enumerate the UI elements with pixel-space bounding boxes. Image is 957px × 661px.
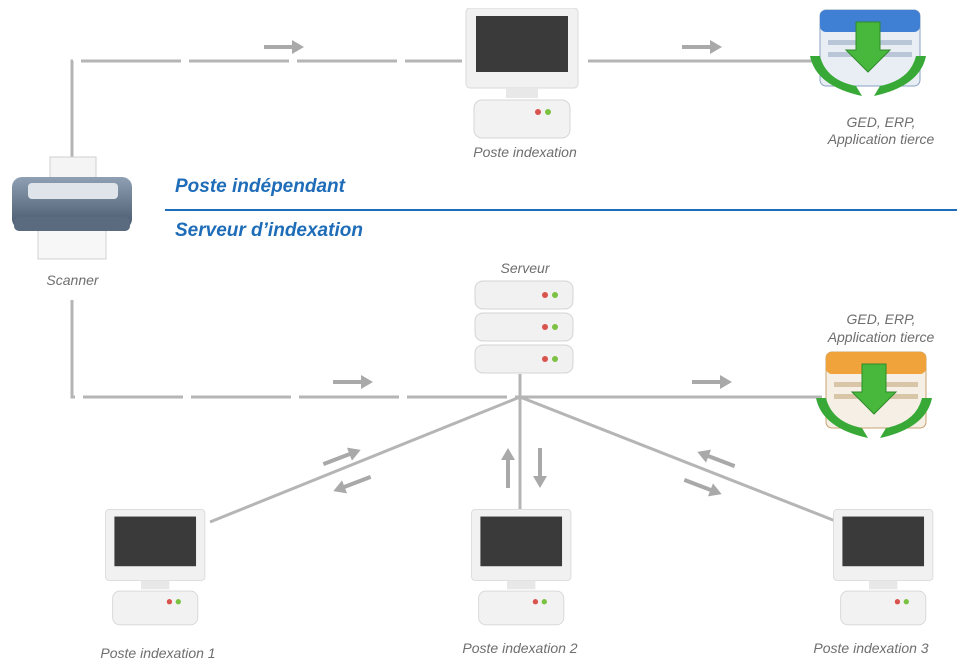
desktop-computer-icon (830, 509, 940, 627)
scanner-label: Scanner (46, 272, 99, 288)
section-title-server: Serveur d’indexation (175, 220, 363, 241)
document-app-icon (806, 8, 930, 104)
arrow-icon (501, 448, 515, 488)
bottom-app-label-line2: Application tierce (827, 329, 935, 345)
arrow-icon (264, 40, 304, 54)
desktop-computer-icon (102, 509, 212, 627)
desktop-computer-icon (468, 509, 578, 627)
arrow-icon (333, 375, 373, 389)
arrow-icon (333, 474, 372, 494)
arrow-icon (697, 449, 736, 469)
workstation-1-label: Poste indexation 1 (100, 645, 216, 661)
arrow-icon (682, 40, 722, 54)
desktop-computer-icon (462, 8, 586, 140)
server-rack-icon (473, 279, 577, 375)
arrow-icon (683, 477, 722, 497)
connector-server-to-workstation-1 (209, 395, 521, 524)
server-label: Serveur (500, 260, 550, 276)
arrow-icon (322, 447, 361, 467)
top-app-label-line1: GED, ERP, (846, 114, 916, 130)
printer-scanner-icon (8, 155, 136, 270)
arrow-icon (692, 375, 732, 389)
connector-scanner-to-top-workstation (70, 59, 462, 160)
top-workstation-label: Poste indexation (473, 144, 577, 160)
section-title-standalone: Poste indépendant (175, 176, 345, 197)
bottom-app-label-line1: GED, ERP, (846, 311, 916, 327)
top-app-label-line2: Application tierce (827, 131, 935, 147)
workstation-3-label: Poste indexation 3 (813, 640, 929, 656)
connector-server-to-workstation-3 (519, 395, 839, 524)
document-app-icon (812, 350, 936, 446)
connector-scanner-to-server (70, 300, 520, 399)
workstation-2-label: Poste indexation 2 (462, 640, 578, 656)
arrow-icon (533, 448, 547, 488)
